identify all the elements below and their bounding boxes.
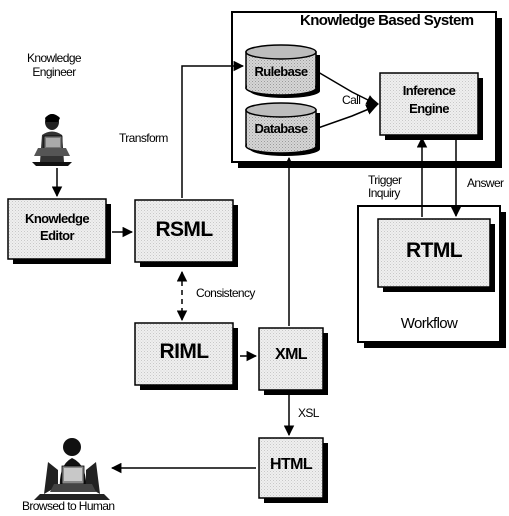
rsml-label: RSML	[155, 218, 213, 241]
rsml-box	[134, 199, 238, 267]
rtml-box	[377, 218, 495, 292]
call-junction-icon	[366, 98, 379, 110]
knowledge-engineer-icon	[32, 114, 72, 166]
human-icon	[34, 438, 110, 500]
database-label: Database	[254, 121, 308, 136]
html-box	[258, 437, 328, 503]
arrows	[51, 60, 462, 474]
arrow-database-to-engine	[317, 104, 377, 129]
knowledge-editor-label-line1: Knowledge	[25, 211, 90, 226]
answer-label: Answer	[467, 176, 504, 190]
html-label: HTML	[269, 456, 313, 473]
workflow-label: Workflow	[400, 315, 458, 332]
riml-box	[134, 322, 238, 390]
database-cylinder	[245, 102, 320, 156]
call-label: Call	[342, 93, 361, 107]
inference-engine-box	[379, 72, 483, 140]
xsl-label: XSL	[298, 406, 319, 420]
riml-label: RIML	[159, 340, 210, 363]
system-title: Knowledge Based System	[300, 12, 474, 29]
inference-engine-label-line2: Engine	[409, 101, 449, 116]
inquiry-label: Inquiry	[368, 186, 400, 200]
rulebase-cylinder	[245, 44, 320, 98]
arrow-rsml-to-rulebase	[181, 60, 245, 198]
engineer-label-line1: Knowledge	[27, 51, 82, 65]
xml-box	[258, 327, 328, 395]
knowledge-editor-label-line2: Editor	[40, 228, 75, 243]
rulebase-label: Rulebase	[254, 64, 308, 79]
arrow-rulebase-to-engine	[317, 71, 377, 105]
consistency-label: Consistency	[196, 286, 255, 300]
xml-label: XML	[275, 346, 308, 363]
human-label: Browsed to Human	[22, 499, 115, 513]
trigger-label: Trigger	[368, 173, 402, 187]
inference-engine-label-line1: Inference	[402, 83, 456, 98]
engineer-label-line2: Engineer	[32, 65, 76, 79]
transform-label: Transform	[119, 131, 168, 145]
rtml-label: RTML	[406, 239, 463, 262]
knowledge-editor-box	[7, 198, 111, 264]
